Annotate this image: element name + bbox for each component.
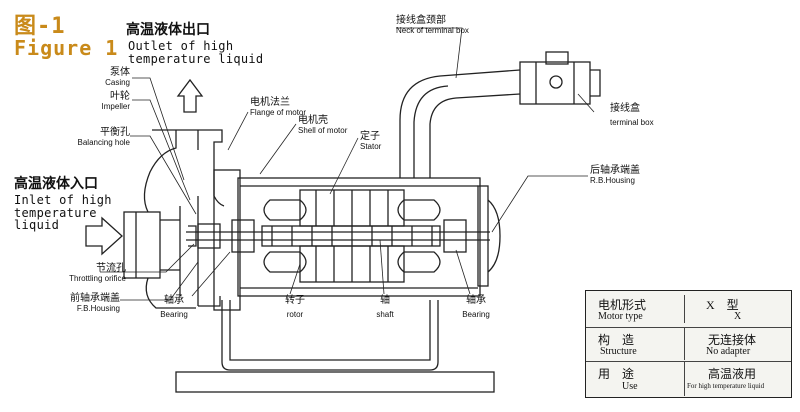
spec-row-motor-type: 电机形式 Motor type X 型 X bbox=[586, 295, 791, 323]
spec-row-use: 用 途 Use 高温液用 For high temperature liquid bbox=[586, 361, 791, 396]
spec-label-zh: 构 造 bbox=[598, 333, 635, 347]
spec-divider bbox=[684, 362, 685, 396]
inlet-arrow bbox=[85, 216, 123, 256]
spec-label-zh: 电机形式 bbox=[598, 298, 647, 312]
outlet-label-zh: 高温液体出口 bbox=[126, 21, 210, 37]
pump-casing bbox=[123, 129, 225, 309]
figure-title-en: Figure 1 bbox=[14, 36, 119, 60]
spec-value-zh: X 型 bbox=[706, 298, 739, 312]
terminal-neck bbox=[399, 69, 521, 178]
spec-label-en: Use bbox=[622, 381, 638, 392]
spec-label-en: Structure bbox=[600, 346, 637, 357]
spec-table: 电机形式 Motor type X 型 X 构 造 Structure 无连接体… bbox=[585, 290, 792, 398]
spec-divider bbox=[684, 295, 685, 323]
base-plate bbox=[175, 371, 495, 393]
figure-title-zh: 图-1 bbox=[14, 14, 66, 39]
inlet-label-en: Inlet of high temperature liquid bbox=[14, 193, 112, 233]
spec-divider bbox=[684, 328, 685, 360]
spec-label-zh: 用 途 bbox=[598, 367, 635, 381]
rotor-shaft bbox=[186, 219, 490, 253]
outlet-label-en: Outlet of high temperature liquid bbox=[128, 39, 264, 66]
base-frame bbox=[221, 300, 439, 371]
spec-value-en: No adapter bbox=[706, 346, 751, 357]
spec-value-en: For high temperature liquid bbox=[687, 382, 765, 390]
spec-value-zh: 无连接体 bbox=[708, 333, 757, 347]
spec-value-en: X bbox=[734, 311, 742, 322]
spec-row-structure: 构 造 Structure 无连接体 No adapter bbox=[586, 327, 791, 360]
terminal-box-shape bbox=[519, 51, 601, 105]
spec-label-en: Motor type bbox=[598, 311, 643, 322]
outlet-arrow bbox=[176, 78, 204, 113]
leader-lines bbox=[100, 27, 595, 301]
inlet-label-zh: 高温液体入口 bbox=[14, 175, 98, 191]
spec-value-zh: 高温液用 bbox=[708, 367, 757, 381]
